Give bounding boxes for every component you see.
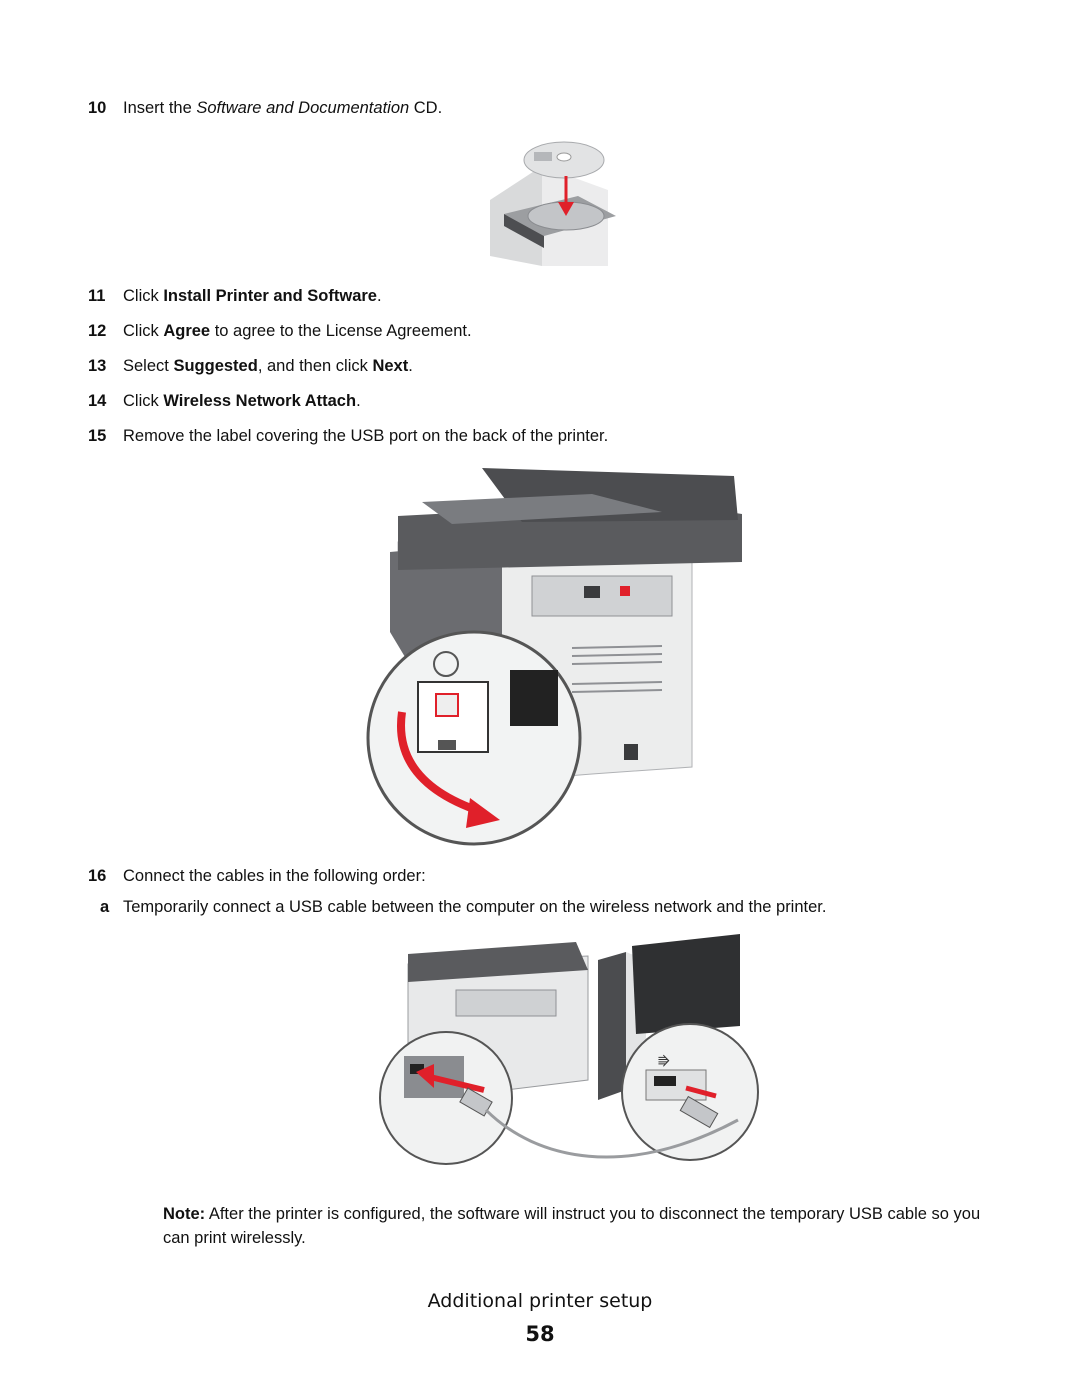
note-label: Note: (163, 1205, 206, 1223)
next-label: Next (372, 357, 409, 375)
wireless-attach-label: Wireless Network Attach (163, 392, 357, 410)
usb-connection-illustration: ⭆ (379, 934, 759, 1165)
usb-port-label (620, 586, 630, 596)
suggested-label: Suggested (173, 357, 258, 375)
printer-scanner (408, 942, 588, 982)
computer-usb-port (654, 1076, 676, 1086)
zoomed-ethernet-port (510, 670, 558, 726)
usb-cable (484, 1108, 739, 1159)
install-printer-label: Install Printer and Software (163, 287, 377, 305)
vent-grille (571, 645, 663, 693)
usb-symbol-icon: ⭆ (658, 1054, 670, 1070)
step-text: Insert the (123, 99, 197, 117)
controller-board (531, 575, 673, 617)
computer-tower (598, 952, 626, 1100)
agree-label: Agree (163, 322, 211, 340)
usb-plug-b (459, 1087, 493, 1117)
page-number: 58 (525, 1322, 555, 1346)
note-text: After the printer is configured, the sof… (163, 1205, 981, 1247)
power-socket (624, 744, 638, 760)
peel-arrow-icon (397, 711, 484, 816)
section-title: Additional printer setup (427, 1290, 653, 1312)
usb-cover-label (435, 693, 459, 717)
usb-plug-a (679, 1095, 719, 1129)
plug-arrow-right-icon (685, 1085, 717, 1099)
plug-arrow-left-icon (425, 1073, 485, 1093)
ethernet-port (584, 586, 600, 598)
monitor (632, 934, 740, 1034)
cd-insert-illustration (490, 141, 616, 266)
printer-back-illustration (366, 468, 742, 846)
note-paragraph: Note: After the printer is configured, t… (163, 1202, 993, 1250)
tray-front (504, 214, 544, 248)
step-number: 10 (88, 99, 107, 117)
step-cd-name: Software and Documentation (196, 99, 410, 117)
screw-icon (433, 651, 459, 677)
printer-usb-port (410, 1064, 424, 1074)
